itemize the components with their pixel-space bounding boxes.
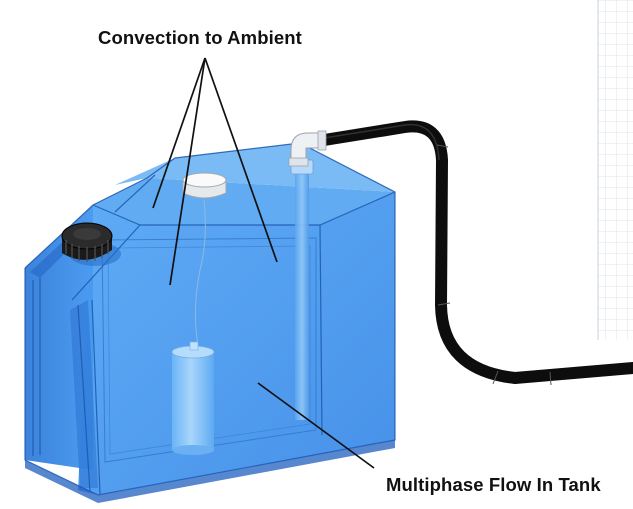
background-grid — [597, 0, 633, 340]
sensor-wire — [194, 199, 206, 346]
white-cap-icon — [182, 172, 227, 199]
leader-line-4 — [257, 382, 375, 469]
leader-lines — [152, 57, 375, 469]
convection-label: Convection to Ambient — [98, 27, 302, 48]
elbow-fitting-icon — [288, 130, 327, 167]
leader-line-3 — [204, 57, 278, 263]
hose-icon — [312, 120, 633, 386]
threaded-cap-icon — [61, 222, 121, 266]
multiphase-label: Multiphase Flow In Tank — [386, 474, 601, 495]
leader-line-2 — [169, 57, 206, 286]
leader-line-1 — [152, 57, 206, 209]
cylinder-sensor-icon — [171, 341, 215, 455]
jerrycan-icon — [24, 142, 396, 503]
